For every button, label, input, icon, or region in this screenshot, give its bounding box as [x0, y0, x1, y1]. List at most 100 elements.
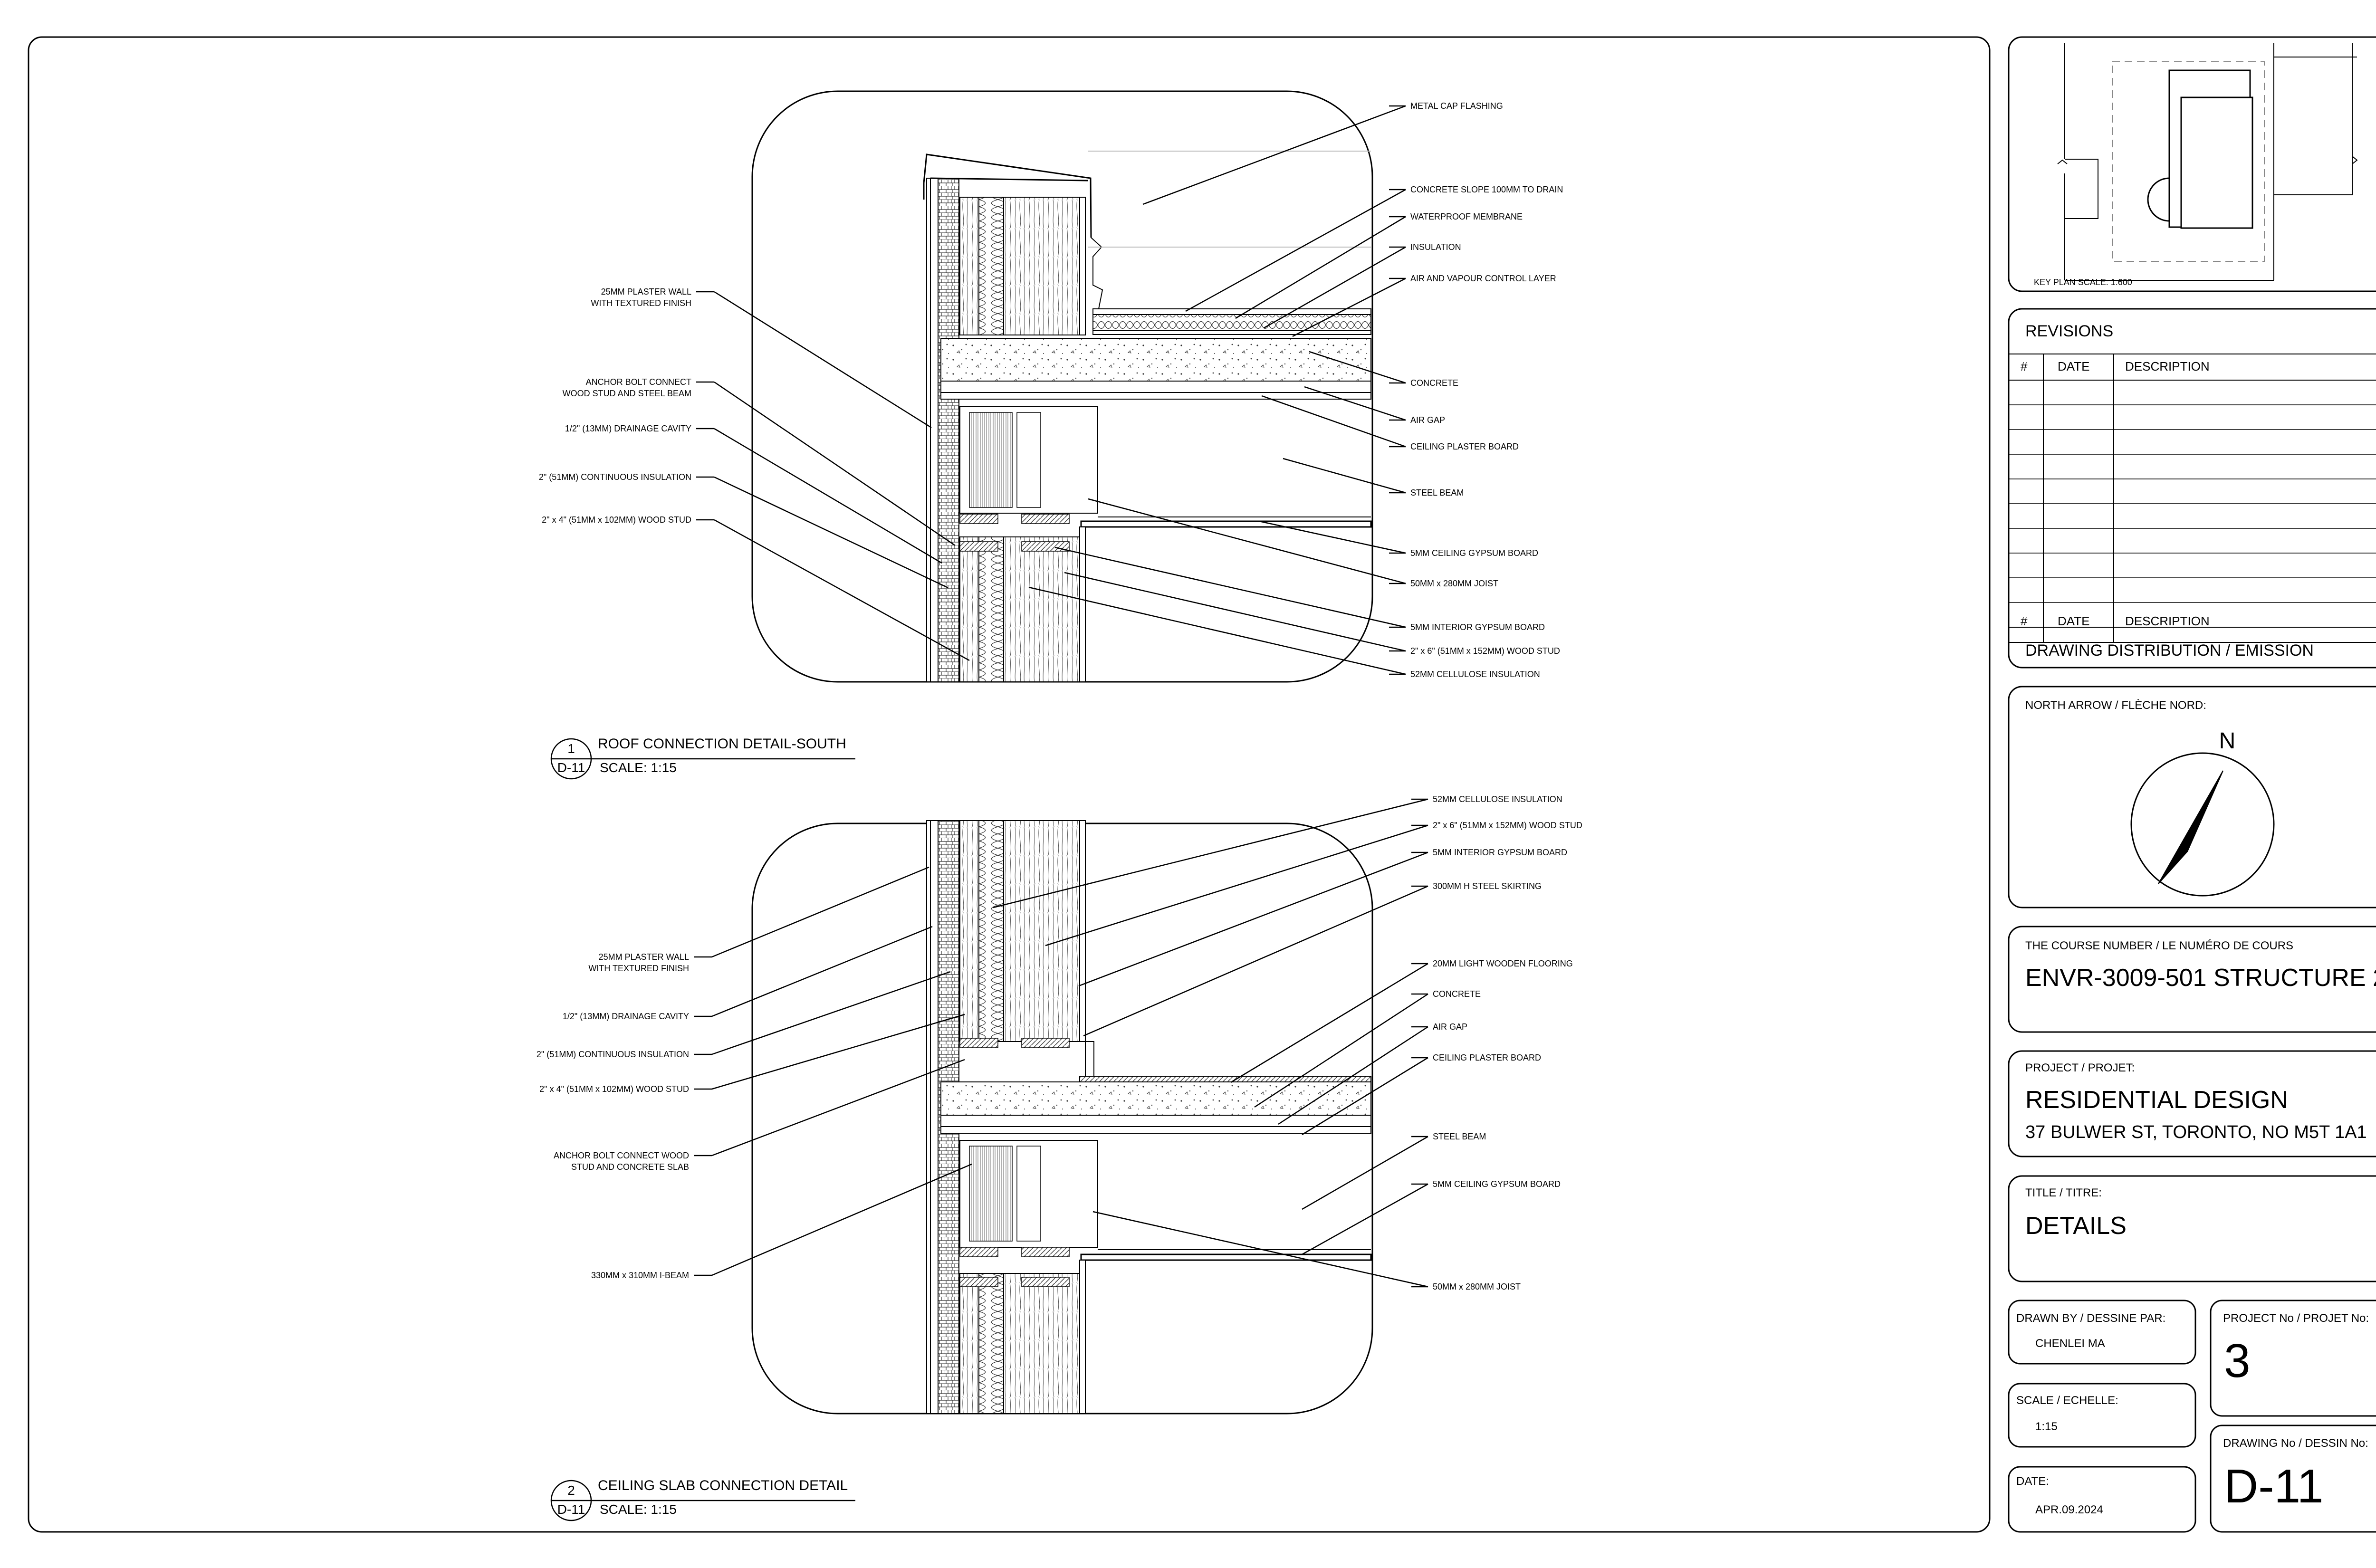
detail-1-left-label: WOOD STUD AND STEEL BEAM	[563, 389, 691, 398]
detail-2-right-leader	[1302, 1136, 1428, 1210]
north-arrow-panel	[2008, 686, 2376, 908]
date-label: DATE:	[2016, 1475, 2049, 1488]
detail-1-right-leader	[1088, 498, 1406, 584]
north-arrow-label: NORTH ARROW / FLÈCHE NORD:	[2025, 699, 2206, 712]
north-letter: N	[2219, 728, 2236, 754]
detail-2-right-label: 300MM H STEEL SKIRTING	[1433, 881, 1542, 891]
metal-cap-flashing	[923, 153, 1092, 238]
detail-2-right-leader	[1083, 885, 1428, 1037]
scale-value: 1:15	[2035, 1420, 2058, 1433]
concrete-slab-1	[940, 338, 1371, 382]
north-arrow-icon	[2158, 770, 2223, 884]
project-no-panel	[2210, 1300, 2376, 1417]
continuous-insulation-1	[938, 178, 959, 682]
detail-2-right-label: CONCRETE	[1433, 989, 1481, 999]
detail-2-left-leader	[711, 1059, 965, 1157]
detail-1-right-label: AIR GAP	[1410, 415, 1445, 425]
detail-2-left-label: WITH TEXTURED FINISH	[588, 964, 689, 973]
concrete-slab-2	[940, 1081, 1371, 1116]
detail-1-right-label: METAL CAP FLASHING	[1410, 101, 1503, 111]
detail-1-right-label: 2" x 6" (51MM x 152MM) WOOD STUD	[1410, 646, 1560, 656]
detail-1-right-label: INSULATION	[1410, 242, 1461, 252]
detail-2-scale: SCALE: 1:15	[600, 1502, 677, 1517]
detail-1-right-leader	[1054, 546, 1406, 628]
parapet-cellulose-1	[978, 197, 1004, 335]
course-label: THE COURSE NUMBER / LE NUMÉRO DE COURS	[2025, 939, 2293, 952]
detail-1-right-label: STEEL BEAM	[1410, 488, 1464, 497]
drawing-no-value: D-11	[2224, 1460, 2323, 1513]
detail-2-right-leader	[993, 798, 1428, 908]
detail-2-right-label: 2" x 6" (51MM x 152MM) WOOD STUD	[1433, 821, 1582, 830]
detail-2-drawing	[751, 820, 1373, 1415]
title-block: KEY PLAN SCALE: 1:600 REVISIONS # DATE D…	[2008, 36, 2376, 1533]
detail-2-right-label: 20MM LIGHT WOODEN FLOORING	[1433, 959, 1573, 968]
detail-1-left-leader	[714, 381, 956, 546]
revisions-panel	[2008, 308, 2376, 669]
wood-stud-upper-2	[959, 820, 979, 1042]
sheet-title-label: TITLE / TITRE:	[2025, 1186, 2102, 1199]
detail-1-right-label: WATERPROOF MEMBRANE	[1410, 212, 1523, 221]
detail-2-left-label: 330MM x 310MM I-BEAM	[591, 1271, 689, 1280]
detail-2-right-leader	[1092, 1211, 1428, 1288]
detail-1-number: 1	[567, 741, 575, 756]
rev-header-desc: DESCRIPTION	[2125, 359, 2210, 373]
wood-stud-lower-2	[959, 1273, 979, 1414]
key-plan-scale: KEY PLAN SCALE: 1:600	[2034, 277, 2132, 287]
detail-1-right-label: 5MM CEILING GYPSUM BOARD	[1410, 548, 1538, 558]
detail-1-right-label: 52MM CELLULOSE INSULATION	[1410, 669, 1540, 679]
detail-1-right-label: AIR AND VAPOUR CONTROL LAYER	[1410, 274, 1556, 283]
detail-1-scale: SCALE: 1:15	[600, 760, 677, 775]
joist-2	[1080, 1253, 1372, 1261]
stud-6-upper-2	[1003, 820, 1080, 1042]
detail-1-left-label: 1/2" (13MM) DRAINAGE CAVITY	[565, 424, 691, 433]
detail-2-caption: 2 D-11 CEILING SLAB CONNECTION DETAIL SC…	[550, 1478, 855, 1521]
detail-2-sheet-ref: D-11	[557, 1502, 585, 1517]
project-no-label: PROJECT No / PROJET No:	[2223, 1312, 2369, 1325]
project-address: 37 BULWER ST, TORONTO, NO M5T 1A1	[2025, 1122, 2367, 1142]
detail-2-right-label: 50MM x 280MM JOIST	[1433, 1282, 1521, 1291]
detail-2-left-label: 2" x 4" (51MM x 102MM) WOOD STUD	[539, 1084, 689, 1094]
drainage-cavity-1	[930, 178, 939, 682]
cellulose-lower-2	[978, 1273, 1004, 1414]
detail-1-right-label: 50MM x 280MM JOIST	[1410, 579, 1498, 588]
detail-2-right-leader	[1302, 1183, 1428, 1255]
project-panel	[2008, 1050, 2376, 1157]
detail-1-right-leader	[1304, 386, 1406, 421]
detail-1-right-label: CONCRETE SLOPE 100MM TO DRAIN	[1410, 185, 1563, 194]
ceiling-board-1	[940, 392, 1371, 400]
revisions-title: REVISIONS	[2025, 322, 2113, 340]
detail-1-left-leader	[714, 476, 948, 589]
detail-1-right-leader	[1235, 216, 1406, 319]
wood-stud-lower-1	[959, 536, 979, 682]
concrete-slope	[1092, 308, 1371, 315]
detail-1-right-labels: METAL CAP FLASHING CONCRETE SLOPE 100MM T…	[1028, 101, 1563, 679]
detail-2-right-label: AIR GAP	[1433, 1022, 1467, 1032]
revisions-table	[2009, 354, 2376, 643]
detail-1-right-leader	[1185, 189, 1406, 312]
anchor-plate-1	[959, 514, 998, 524]
detail-1-right-leader	[1028, 586, 1406, 675]
parapet-stud-2	[1003, 197, 1080, 335]
detail-2-title: CEILING SLAB CONNECTION DETAIL	[598, 1478, 848, 1493]
date-value: APR.09.2024	[2035, 1503, 2103, 1516]
rev-header-date: DATE	[2058, 359, 2089, 373]
air-gap-2	[940, 1115, 1371, 1127]
course-value: ENVR-3009-501 STRUCTURE 2	[2025, 964, 2376, 992]
rev-footer-date: DATE	[2058, 614, 2089, 628]
stud-6-lower-1	[1003, 536, 1080, 682]
cellulose-lower-1	[978, 536, 1004, 682]
vapour-layer	[1092, 330, 1371, 335]
scale-label: SCALE / ECHELLE:	[2016, 1394, 2118, 1407]
detail-2-left-label: ANCHOR BOLT CONNECT WOOD	[554, 1151, 689, 1160]
detail-1-right-leader	[1264, 246, 1406, 329]
drawing-no-panel	[2210, 1425, 2376, 1533]
detail-1-right-leader	[1259, 520, 1406, 554]
detail-1-right-leader	[1283, 458, 1406, 494]
detail-1-right-label: CEILING PLASTER BOARD	[1410, 442, 1519, 451]
detail-1-left-label: 25MM PLASTER WALL	[601, 287, 691, 296]
drawn-by-panel	[2008, 1300, 2196, 1365]
detail-2-right-label: 5MM INTERIOR GYPSUM BOARD	[1433, 848, 1567, 857]
north-arrow-circle	[2130, 752, 2275, 897]
detail-2-right-label: CEILING PLASTER BOARD	[1433, 1053, 1541, 1062]
